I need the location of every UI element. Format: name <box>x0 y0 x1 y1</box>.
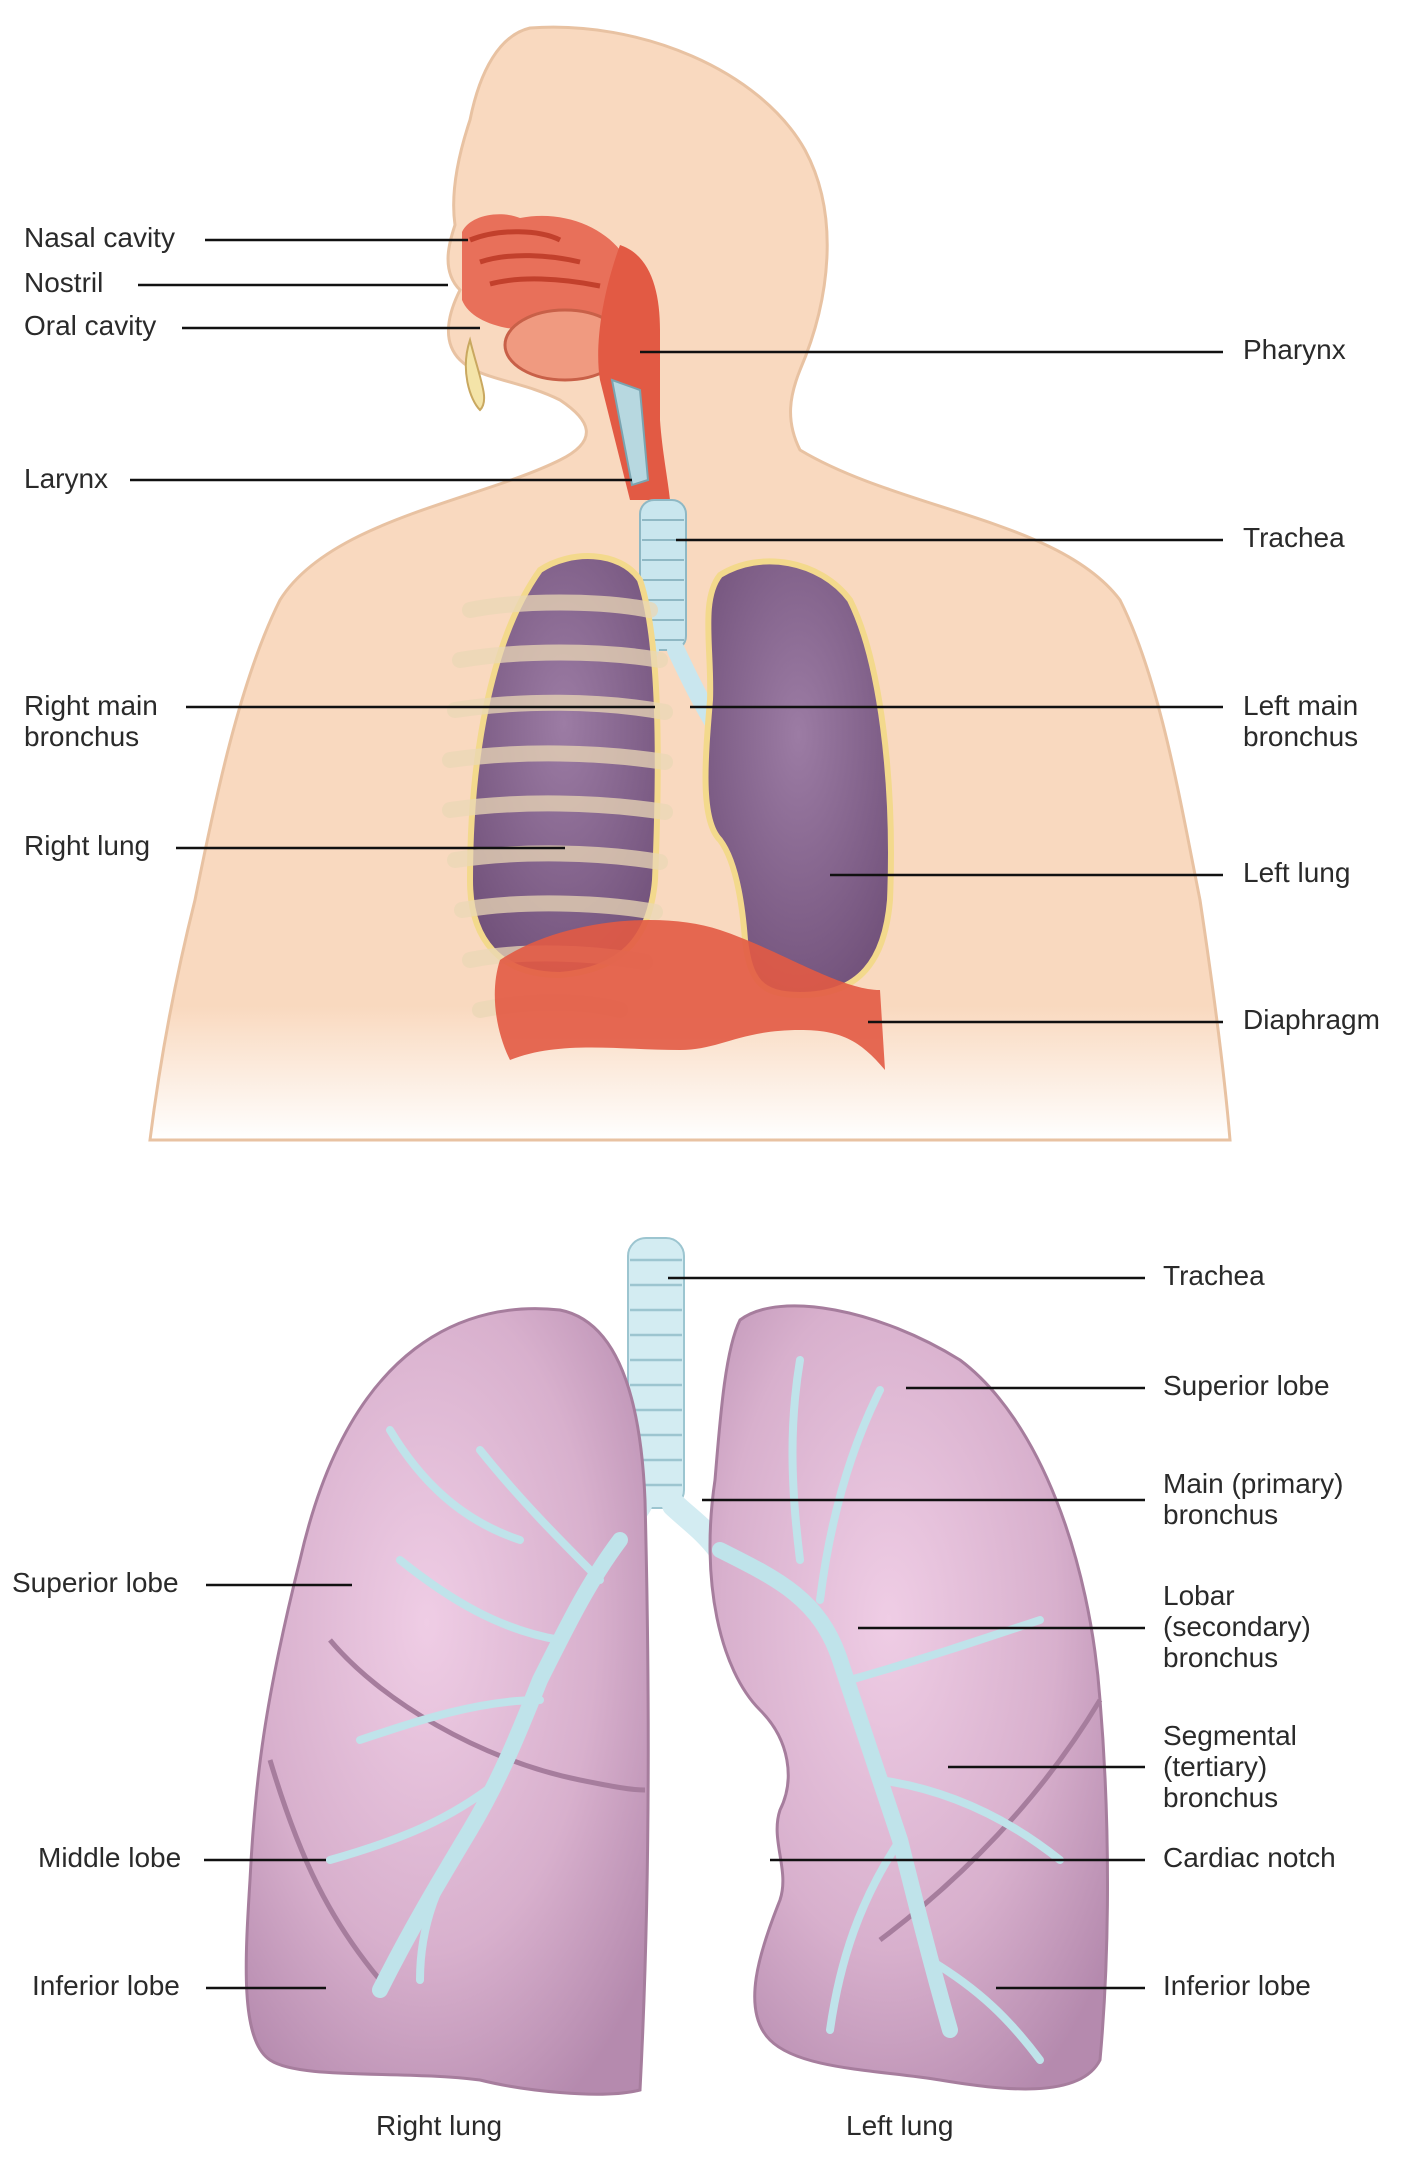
label-left-main-bronchus-line1: Left main <box>1243 690 1359 721</box>
label-lobar-bronchus-line2: (secondary) <box>1163 1611 1311 1642</box>
label-right-lung: Right lung <box>24 830 151 861</box>
label-segmental-bronchus-line3: bronchus <box>1163 1782 1279 1813</box>
label-main-bronchus-line1: Main (primary) <box>1163 1468 1344 1499</box>
label-right-main-bronchus-line1: Right main <box>24 690 158 721</box>
diaphragm-top <box>494 920 885 1070</box>
label-lobar-bronchus-line1: Lobar <box>1163 1580 1235 1611</box>
label-lobar-bronchus: Lobar (secondary) bronchus <box>1163 1580 1311 1673</box>
label-left-lung: Left lung <box>1243 857 1351 888</box>
label-middle-lobe: Middle lobe <box>38 1842 182 1873</box>
label-left-main-bronchus: Left main bronchus <box>1243 690 1358 752</box>
label-segmental-bronchus-line1: Segmental <box>1163 1720 1297 1751</box>
bronchial-tree <box>326 1356 1064 2064</box>
pharynx-larynx <box>598 245 670 500</box>
label-nostril: Nostril <box>24 267 104 298</box>
caption-right-lung: Right lung <box>376 2110 503 2141</box>
label-right-main-bronchus-line2: bronchus <box>24 721 140 752</box>
label-main-bronchus: Main (primary) bronchus <box>1163 1468 1343 1530</box>
left-lung-bottom <box>708 1304 1109 2091</box>
leader-lines <box>130 238 1223 1990</box>
label-left-main-bronchus-line2: bronchus <box>1243 721 1359 752</box>
label-superior-lobe-left: Superior lobe <box>1163 1370 1330 1401</box>
human-torso-body <box>148 25 1232 1142</box>
label-oral-cavity: Oral cavity <box>24 310 157 341</box>
label-trachea-bottom: Trachea <box>1163 1260 1265 1291</box>
label-diaphragm: Diaphragm <box>1243 1004 1380 1035</box>
label-segmental-bronchus: Segmental (tertiary) bronchus <box>1163 1720 1297 1813</box>
label-superior-lobe-right: Superior lobe <box>12 1567 179 1598</box>
label-nasal-cavity: Nasal cavity <box>24 222 175 253</box>
label-right-main-bronchus: Right main bronchus <box>24 690 158 752</box>
label-inferior-lobe-left: Inferior lobe <box>1163 1970 1311 2001</box>
label-larynx: Larynx <box>24 463 109 494</box>
label-cardiac-notch: Cardiac notch <box>1163 1842 1336 1873</box>
label-pharynx: Pharynx <box>1243 334 1346 365</box>
label-segmental-bronchus-line2: (tertiary) <box>1163 1751 1268 1782</box>
label-lobar-bronchus-line3: bronchus <box>1163 1642 1279 1673</box>
label-main-bronchus-line2: bronchus <box>1163 1499 1279 1530</box>
caption-left-lung: Left lung <box>846 2110 954 2141</box>
right-lung-bottom <box>244 1307 650 2096</box>
label-trachea-top: Trachea <box>1243 522 1345 553</box>
label-inferior-lobe-right: Inferior lobe <box>32 1970 180 2001</box>
